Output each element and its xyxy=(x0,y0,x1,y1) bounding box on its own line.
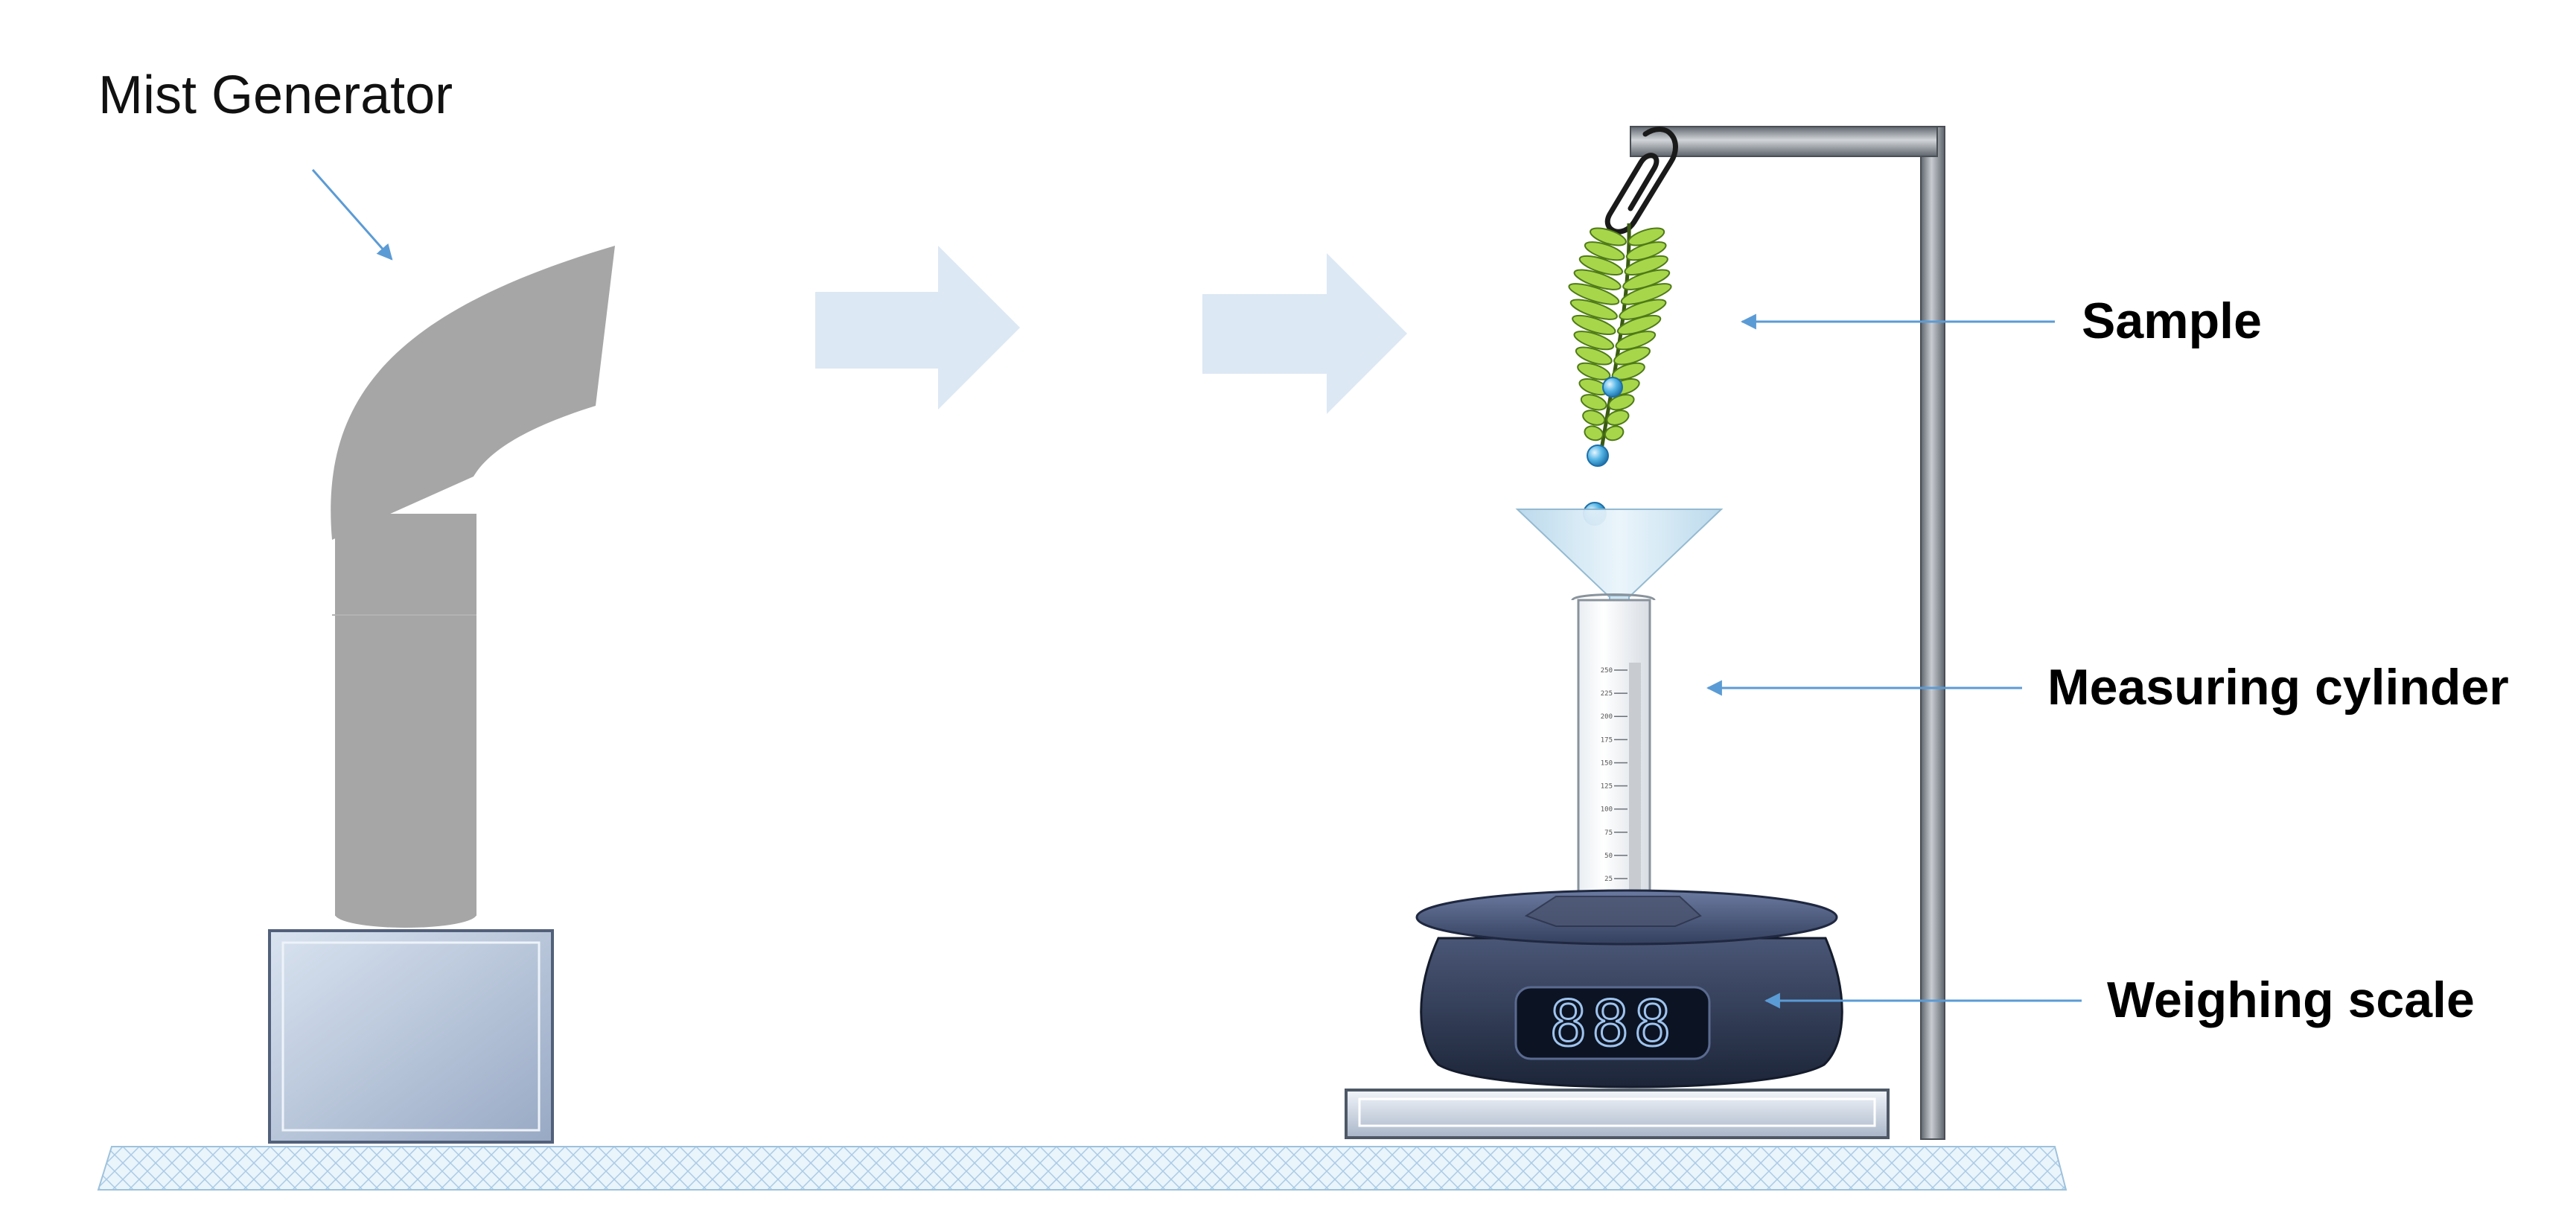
fern-leaflet xyxy=(1582,410,1606,426)
mist-generator-pipe xyxy=(331,246,615,928)
fern-leaflet xyxy=(1615,331,1657,351)
fern-leaflet xyxy=(1607,394,1635,411)
cylinder-tick-label: 250 xyxy=(1601,667,1613,675)
fern-icon xyxy=(1568,223,1672,455)
paper-clip-icon xyxy=(1604,127,1678,235)
cylinder-tick-label: 50 xyxy=(1604,853,1613,860)
water-drop-icon xyxy=(1587,444,1609,467)
fern-leaflet xyxy=(1569,299,1618,320)
sample-label: Sample xyxy=(2082,293,2262,349)
cylinder-tick-label: 75 xyxy=(1604,829,1613,837)
water-drop-icon xyxy=(1602,377,1623,398)
fern-leaflet xyxy=(1590,227,1627,246)
fern-leaflet xyxy=(1573,269,1622,290)
fern-leaflet xyxy=(1613,346,1651,366)
flow-arrow-2 xyxy=(1202,253,1407,414)
scale-display: 888 xyxy=(1549,987,1676,1060)
fern-leaflet xyxy=(1611,362,1645,380)
scale-base-plate xyxy=(1345,1089,1890,1139)
fern-leaflet xyxy=(1577,362,1611,380)
mist-generator-label: Mist Generator xyxy=(98,66,453,125)
fern-leaflet xyxy=(1584,241,1625,261)
measuring-cylinder-label: Measuring cylinder xyxy=(2047,659,2509,716)
cylinder-tick-label: 225 xyxy=(1601,690,1613,698)
mist-generator-base xyxy=(268,929,554,1144)
cylinder-tick-label: 200 xyxy=(1601,713,1613,721)
fern-leaflet xyxy=(1573,331,1615,351)
measuring-cylinder: 250 225 200 175 150 125 100 75 50 25 xyxy=(1523,593,1703,928)
lab-bench xyxy=(97,1146,2068,1191)
cylinder-tick-label: 175 xyxy=(1601,736,1613,744)
cylinder-tick-label: 150 xyxy=(1601,759,1613,767)
fern-leaflet xyxy=(1604,425,1625,442)
retort-stand xyxy=(1630,126,1945,1140)
cylinder-tick-label: 100 xyxy=(1601,806,1613,814)
mist-generator-pointer-arrow xyxy=(311,169,393,261)
cylinder-tick-label: 125 xyxy=(1601,783,1613,791)
weighing-scale-label: Weighing scale xyxy=(2107,972,2475,1028)
fern-leaflet xyxy=(1578,255,1624,276)
fern-leaflet xyxy=(1584,425,1604,442)
fern-leaflet xyxy=(1568,283,1620,305)
fern-leaflet xyxy=(1580,394,1607,411)
fern-leaflet xyxy=(1606,410,1630,426)
cylinder-tick-label: 25 xyxy=(1604,876,1613,883)
fern-leaflet xyxy=(1575,346,1613,366)
flow-arrow-1 xyxy=(815,246,1020,410)
weighing-scale: 888 xyxy=(1415,889,1843,1089)
fern-leaflet xyxy=(1572,314,1616,336)
